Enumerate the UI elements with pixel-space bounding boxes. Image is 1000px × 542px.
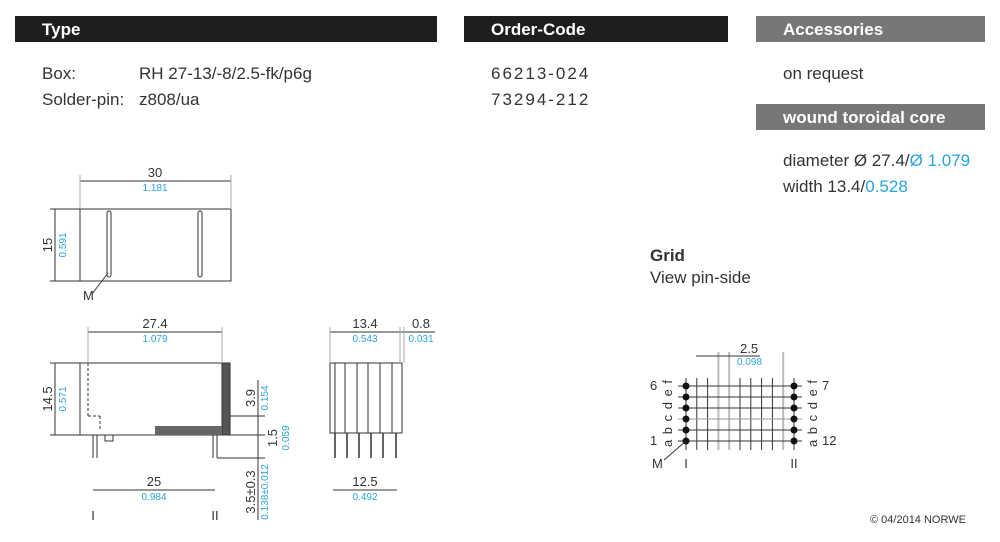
dim-pitch: 25 — [147, 474, 161, 489]
dim-height-in: 0.591 — [58, 232, 69, 257]
top-view: 30 1.181 15 0.591 M — [40, 165, 232, 303]
dim-offset-in: 0.031 — [408, 334, 433, 345]
dim-height: 14.5 — [40, 386, 55, 411]
copyright: © 04/2014 NORWE — [870, 514, 966, 526]
pin-dot — [682, 382, 690, 390]
grid-title: Grid — [650, 246, 685, 265]
dim-width-in: 1.079 — [142, 334, 167, 345]
side-ii: II — [790, 456, 797, 471]
solder-pin-label: Solder-pin: — [42, 90, 125, 109]
width-inch: 0.528 — [865, 177, 908, 196]
pin-dot — [790, 382, 798, 390]
dim-width-in: 1.181 — [142, 183, 167, 194]
pin-dot — [682, 404, 690, 412]
pin-order-code: 73294-212 — [491, 90, 591, 109]
pin-grid — [678, 352, 802, 450]
pin-dot — [790, 437, 798, 445]
diameter-inch: Ø 1.079 — [909, 151, 971, 170]
side-ii: II — [211, 508, 218, 523]
dim-pitch-in: 0.984 — [141, 492, 166, 503]
dim-width: 30 — [148, 165, 162, 180]
dim-d3-in: 0.138±0.012 — [260, 464, 271, 520]
accessories-header: Accessories — [756, 16, 985, 42]
pin-dot — [790, 404, 798, 412]
box-label: Box: — [42, 64, 77, 83]
box-value: RH 27-13/-8/2.5-fk/p6g — [139, 64, 312, 83]
pin-dot — [790, 393, 798, 401]
side-i: I — [91, 508, 95, 523]
dim-height-in: 0.571 — [58, 386, 69, 411]
grid-subtitle: View pin-side — [650, 268, 751, 287]
dim-width-in: 0.543 — [352, 334, 377, 345]
type-header: Type — [15, 16, 437, 42]
grid-pitch: 2.5 — [740, 341, 758, 356]
box-order-code: 66213-024 — [491, 64, 591, 83]
dim-span: 12.5 — [352, 474, 377, 489]
diameter-mm: diameter Ø 27.4 — [783, 151, 905, 170]
dim-d2-in: 0.059 — [281, 425, 292, 450]
row-labels-right: a b c d e f — [805, 379, 820, 447]
row-labels-left: a b c d e f — [660, 379, 675, 447]
core-width: width 13.4/0.528 — [783, 177, 908, 197]
solder-pin-value: z808/ua — [139, 90, 200, 109]
side-view: 27.4 1.079 14.5 0.571 3.9 0.154 1.5 0.05… — [40, 316, 292, 523]
grid-pitch-in: 0.098 — [737, 357, 762, 368]
pin-dot — [790, 415, 798, 423]
dim-d2: 1.5 — [265, 429, 280, 447]
side-i: I — [684, 456, 688, 471]
dim-offset: 0.8 — [412, 316, 430, 331]
dim-width: 13.4 — [352, 316, 377, 331]
dim-height: 15 — [40, 238, 55, 252]
pin-7: 7 — [822, 378, 829, 393]
core-diameter: diameter Ø 27.4/Ø 1.079 — [783, 151, 970, 171]
accessories-value: on request — [783, 64, 864, 83]
core-header: wound toroidal core — [756, 104, 985, 130]
marker-m: M — [83, 288, 94, 303]
dim-d3: 3.5±0.3 — [243, 470, 258, 513]
pin-6: 6 — [650, 378, 657, 393]
separator: / — [860, 177, 866, 196]
pin-dot — [790, 426, 798, 434]
order-code-header: Order-Code — [464, 16, 728, 42]
marker-m: M — [652, 456, 663, 471]
dim-d1-in: 0.154 — [260, 385, 271, 410]
pin-12: 12 — [822, 433, 836, 448]
pin-dot — [682, 393, 690, 401]
pin-1: 1 — [650, 433, 657, 448]
dim-width: 27.4 — [142, 316, 167, 331]
dim-span-in: 0.492 — [352, 492, 377, 503]
pin-dot — [682, 426, 690, 434]
end-view: 13.4 0.543 0.8 0.031 12.5 0.492 — [329, 316, 435, 503]
separator: / — [904, 151, 910, 170]
dim-d1: 3.9 — [243, 389, 258, 407]
width-mm: width 13.4 — [783, 177, 861, 196]
pin-dot — [682, 415, 690, 423]
